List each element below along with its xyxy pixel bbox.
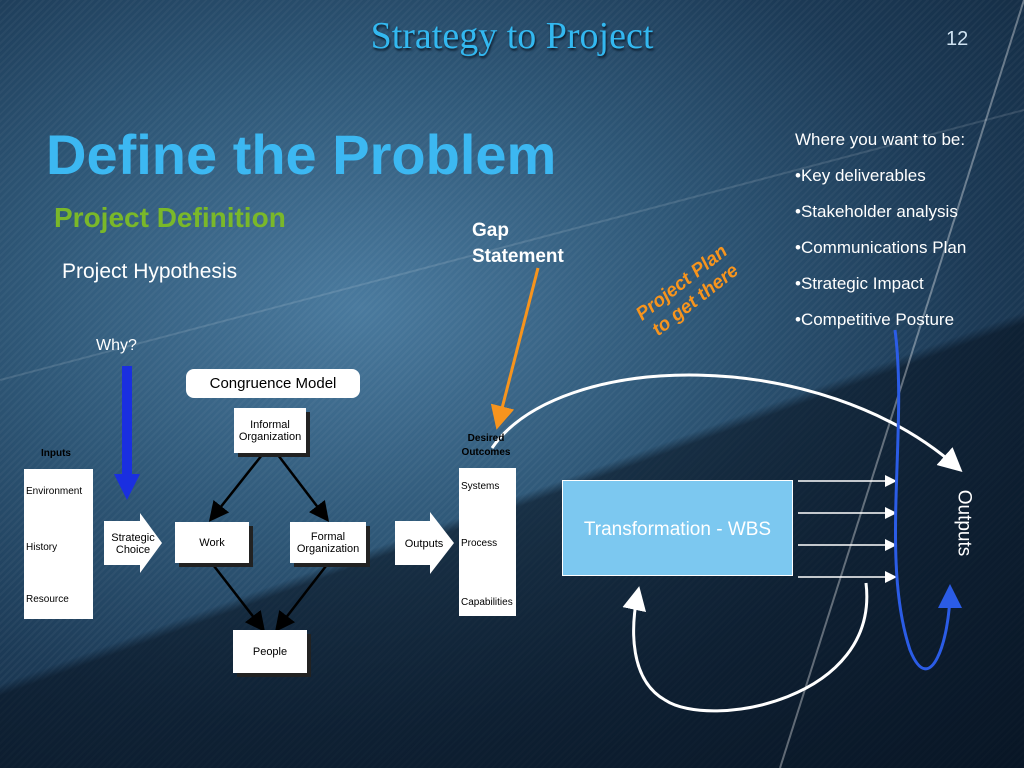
gap-arrow [490,267,540,430]
outcome-process: Process [461,538,498,549]
outcome-systems: Systems [461,481,500,492]
why-arrow [114,366,140,500]
formal-line-1: Formal [310,530,346,543]
congruence-model-label: Congruence Model [186,369,360,398]
gap-line-2: Statement [472,246,564,267]
input-history: History [26,542,58,553]
project-hypothesis: Project Hypothesis [62,260,238,283]
strategic-choice-line-2: Choice [115,544,151,556]
strategic-choice-arrow [104,513,162,573]
where-list-item: •Competitive Posture [795,310,955,329]
page-title: Define the Problem [46,123,557,186]
where-list-item: •Communications Plan [795,238,967,257]
strategic-choice-label: Strategic Choice [106,532,160,556]
wbs-output-arrows [798,475,897,583]
desired-outcomes-header: Desired Outcomes [454,432,518,460]
top-arc-arrow [490,373,963,472]
desired-line-1: Desired [467,433,505,444]
outcome-capabilities: Capabilities [461,597,513,608]
gap-statement: Gap Statement [472,218,564,270]
where-list-item: Where you want to be: [795,130,966,149]
inputs-header: Inputs [41,448,71,459]
people-box: People [233,630,307,673]
congruence-connectors [208,454,330,632]
outputs-rotated-label: Outputs [953,489,975,557]
informal-organization-box: Informal Organization [234,408,306,453]
subtitle: Project Definition [54,202,286,233]
informal-line-1: Informal [250,418,290,431]
outputs-block-arrow [395,512,454,574]
where-list: Where you want to be: •Key deliverables … [795,122,966,338]
blue-feedback-curve [893,329,962,671]
desired-line-2: Outcomes [461,447,511,458]
bottom-loop-arrow [622,582,869,713]
why-label: Why? [96,337,137,354]
work-box: Work [175,522,249,563]
transformation-wbs-box: Transformation - WBS [562,480,793,576]
gap-line-1: Gap [472,220,509,241]
inputs-box: Environment History Resource [24,469,93,619]
strategic-choice-line-1: Strategic [111,532,155,544]
where-list-item: •Key deliverables [795,166,926,185]
informal-line-2: Organization [238,430,302,443]
slide-header: Strategy to Project [370,15,654,57]
outputs-arrow-label: Outputs [404,538,444,550]
input-environment: Environment [26,486,83,497]
input-resource: Resource [26,594,69,605]
desired-outcomes-box: Systems Process Capabilities [459,468,516,616]
where-list-item: •Stakeholder analysis [795,202,958,221]
formal-organization-box: Formal Organization [290,522,366,563]
where-list-item: •Strategic Impact [795,274,924,293]
page-number: 12 [946,28,969,50]
formal-line-2: Organization [296,542,360,555]
